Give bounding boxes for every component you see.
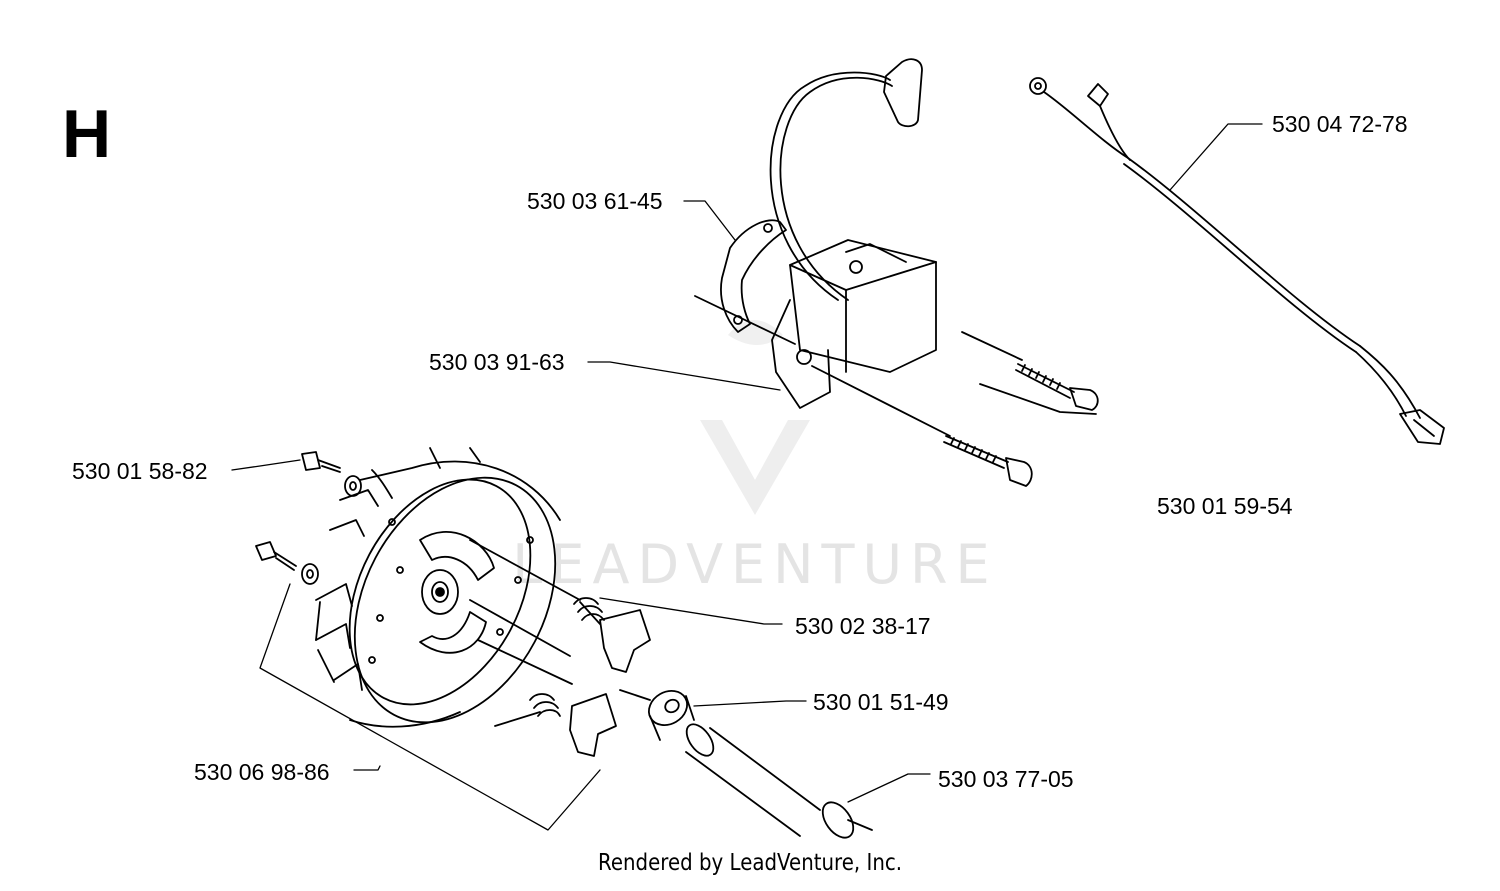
ignition-coil-illustration [694,58,1023,437]
part-label-530-03-77-05[interactable]: 530 03 77-05 [938,766,1074,792]
flywheel-screw-upper [301,451,362,497]
shaft-sleeve [685,723,873,839]
flywheel-screw-lower [255,541,319,585]
part-labels: 530 04 72-78 530 03 61-45 530 03 91-63 5… [72,111,1408,792]
leader-530-01-58-82 [231,459,301,471]
leader-530-03-77-05 [847,773,931,803]
leader-530-04-72-78 [1169,123,1263,191]
pawl-upper [573,597,651,673]
footer-credit: Rendered by LeadVenture, Inc. [597,850,903,876]
part-label-530-03-61-45[interactable]: 530 03 61-45 [527,188,663,214]
pawl-lower [494,693,617,757]
part-label-530-02-38-17[interactable]: 530 02 38-17 [795,613,931,639]
section-letter: H [62,96,112,172]
wire-harness-illustration [1029,77,1445,445]
coil-screw-upper [979,363,1099,415]
leader-530-02-38-17 [599,597,783,625]
leader-530-01-51-49 [693,700,807,707]
part-label-530-01-59-54[interactable]: 530 01 59-54 [1157,493,1293,519]
leader-530-03-61-45 [683,200,736,241]
part-label-530-04-72-78[interactable]: 530 04 72-78 [1272,111,1408,137]
leader-530-03-91-63 [587,361,781,391]
leader-530-06-98-86 [259,583,601,831]
coil-screw-lower [943,435,1033,487]
leader-lines [231,123,1263,831]
watermark: LEADVENTURE [512,320,997,596]
part-label-530-06-98-86[interactable]: 530 06 98-86 [194,759,330,785]
flywheel-illustration [315,447,561,728]
part-label-530-01-51-49[interactable]: 530 01 51-49 [813,689,949,715]
washer [648,690,695,741]
part-label-530-01-58-82[interactable]: 530 01 58-82 [72,458,208,484]
watermark-text: LEADVENTURE [512,533,997,596]
part-label-530-03-91-63[interactable]: 530 03 91-63 [429,349,565,375]
